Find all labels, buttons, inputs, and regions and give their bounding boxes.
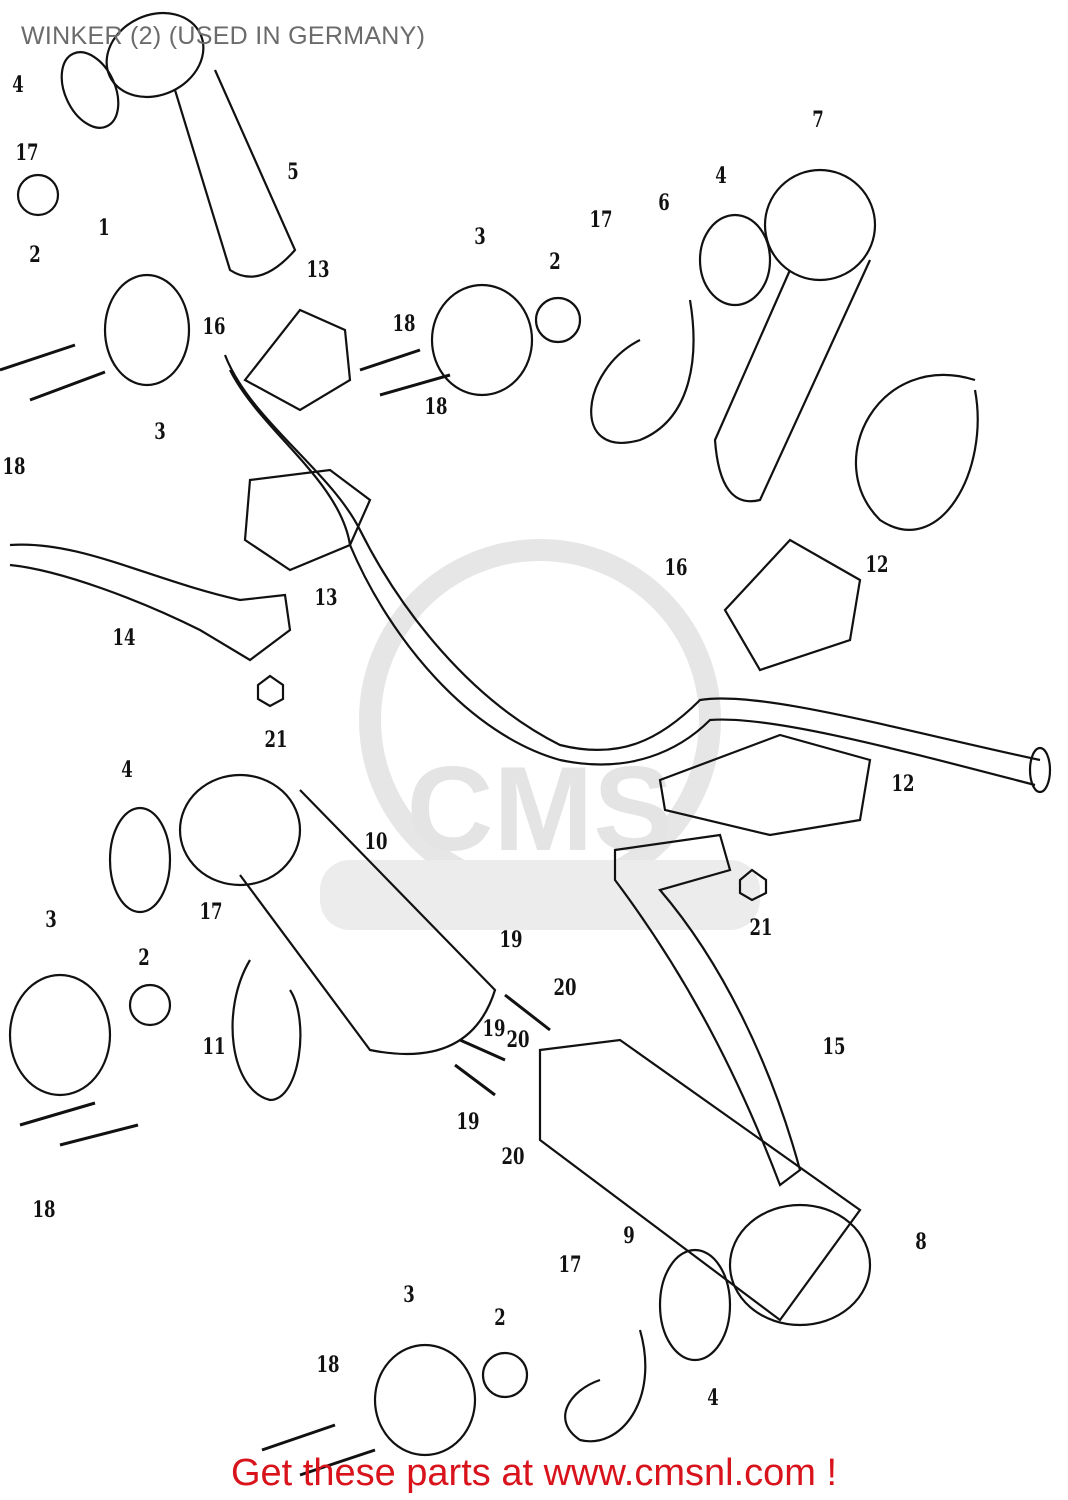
cms-watermark-logo: CMS — [320, 539, 760, 930]
callout-6: 6 — [658, 190, 670, 216]
cmsnl-parts-link[interactable]: Get these parts at www.cmsnl.com ! — [230, 1452, 838, 1494]
callout-4: 4 — [707, 1385, 719, 1411]
callout-1: 1 — [98, 215, 110, 241]
callout-3: 3 — [45, 907, 57, 933]
callout-18: 18 — [392, 311, 416, 337]
screws — [0, 343, 551, 1477]
callout-14: 14 — [112, 625, 136, 651]
callout-13: 13 — [314, 585, 338, 611]
winker-assembly-7 — [430, 168, 979, 531]
callout-19: 19 — [456, 1109, 480, 1135]
callout-4: 4 — [715, 163, 727, 189]
callout-16: 16 — [664, 555, 688, 581]
callout-2: 2 — [549, 249, 561, 275]
callout-17: 17 — [589, 207, 613, 233]
switch-housing-13 — [243, 308, 372, 572]
callout-3: 3 — [154, 419, 166, 445]
svg-text:CMS: CMS — [407, 742, 674, 876]
lever-14 — [9, 543, 292, 708]
callout-3: 3 — [474, 224, 486, 250]
winker-assembly-10 — [8, 773, 497, 1102]
callout-2: 2 — [494, 1305, 506, 1331]
callout-4: 4 — [121, 757, 133, 783]
winker-assembly-8 — [373, 1038, 872, 1457]
switch-housing-12 — [658, 538, 872, 837]
callout-8: 8 — [915, 1229, 927, 1255]
callout-10: 10 — [364, 829, 388, 855]
callout-3: 3 — [403, 1282, 415, 1308]
callout-18: 18 — [2, 454, 26, 480]
callout-19: 19 — [482, 1016, 506, 1042]
callout-12: 12 — [865, 552, 889, 578]
callout-15: 15 — [822, 1034, 846, 1060]
callout-13: 13 — [306, 257, 330, 283]
callout-21: 21 — [749, 915, 773, 941]
callout-2: 2 — [29, 242, 41, 268]
callout-18: 18 — [424, 394, 448, 420]
callout-17: 17 — [199, 899, 223, 925]
winker-assembly-5 — [16, 11, 297, 387]
callout-21: 21 — [264, 727, 288, 753]
callout-17: 17 — [15, 140, 39, 166]
callout-20: 20 — [506, 1027, 530, 1053]
callout-7: 7 — [812, 107, 824, 133]
callout-17: 17 — [558, 1252, 582, 1278]
callout-18: 18 — [32, 1197, 56, 1223]
handlebar — [223, 354, 1052, 794]
diagram-title: WINKER (2) (USED IN GERMANY) — [21, 22, 426, 50]
callout-19: 19 — [499, 927, 523, 953]
lever-15 — [613, 833, 802, 1187]
callout-4: 4 — [12, 72, 24, 98]
callout-11: 11 — [202, 1034, 226, 1060]
callout-16: 16 — [202, 314, 226, 340]
callout-20: 20 — [553, 975, 577, 1001]
callout-20: 20 — [501, 1144, 525, 1170]
callout-9: 9 — [623, 1223, 635, 1249]
callout-2: 2 — [138, 945, 150, 971]
callout-18: 18 — [316, 1352, 340, 1378]
callout-5: 5 — [287, 159, 299, 185]
callout-12: 12 — [891, 771, 915, 797]
